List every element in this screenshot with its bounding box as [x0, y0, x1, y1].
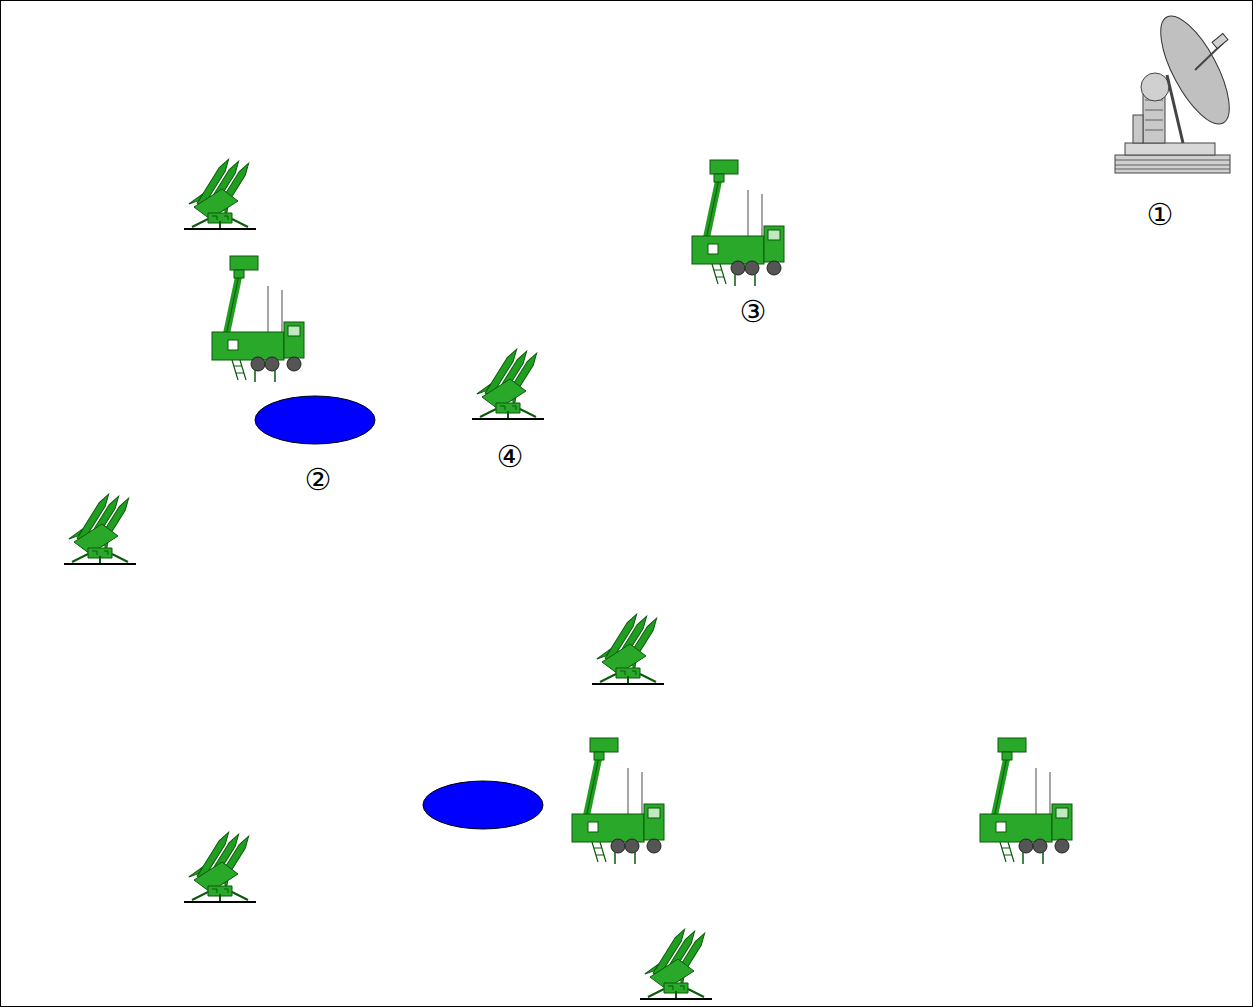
callout-number: ④ [497, 442, 524, 472]
position-area [423, 781, 543, 829]
missile-launcher [184, 827, 257, 902]
callout-number: ② [305, 465, 332, 495]
radar-vehicle [212, 256, 304, 382]
callout-number: ③ [740, 297, 767, 327]
missile-launcher [472, 344, 545, 419]
position-area [255, 396, 375, 444]
missile-launcher [640, 924, 713, 999]
missile-launcher [64, 489, 137, 564]
radar-vehicle [692, 160, 784, 286]
callout-number: ① [1147, 200, 1174, 230]
radar-vehicle [980, 738, 1072, 864]
radar-vehicle [572, 738, 664, 864]
radar-dish [1115, 7, 1243, 173]
missile-launcher [592, 609, 665, 684]
missile-launcher [184, 154, 257, 229]
